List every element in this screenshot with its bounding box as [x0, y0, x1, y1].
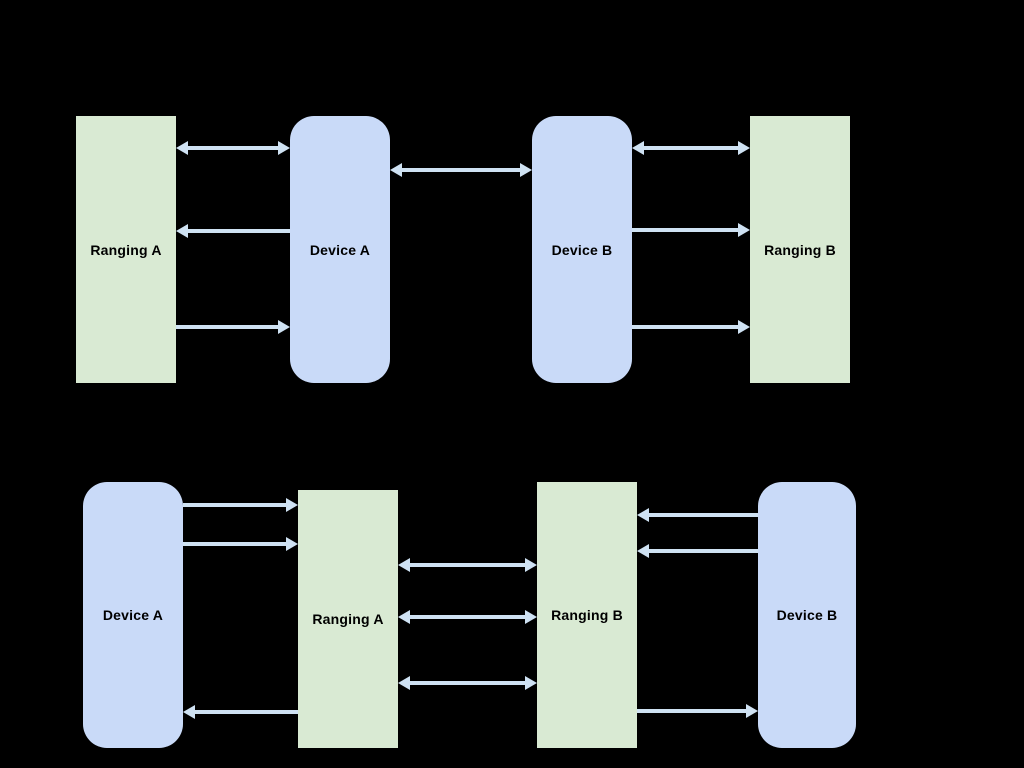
node-label: Device B [551, 241, 613, 258]
arrowhead-right-icon [286, 498, 298, 512]
node-label: Device A [309, 241, 371, 258]
arrowhead-right-icon [525, 676, 537, 690]
arrowhead-left-icon [183, 705, 195, 719]
node-label: Ranging B [764, 241, 836, 258]
arrow-bottom-ranging-a-to-device-a [183, 705, 298, 719]
arrowhead-left-icon [398, 558, 410, 572]
arrowhead-right-icon [278, 320, 290, 334]
arrow-top-device-b-to-ranging-b-1 [632, 223, 750, 237]
arrowhead-right-icon [746, 704, 758, 718]
node-bottom-device-a: Device A [83, 482, 183, 748]
arrowhead-left-icon [637, 508, 649, 522]
node-top-ranging-a: Ranging A [76, 116, 176, 383]
arrowhead-left-icon [632, 141, 644, 155]
arrow-bottom-device-b-to-ranging-b-2 [637, 544, 758, 558]
arrow-top-device-a-device-b-bidirectional [390, 163, 532, 177]
arrowhead-left-icon [176, 141, 188, 155]
arrow-top-ranging-a-to-device-a [176, 320, 290, 334]
node-label: Ranging A [90, 241, 162, 258]
arrowhead-right-icon [738, 223, 750, 237]
arrow-top-device-b-to-ranging-b-2 [632, 320, 750, 334]
arrow-bottom-ranging-a-ranging-b-bidirectional-1 [398, 558, 537, 572]
arrowhead-right-icon [738, 141, 750, 155]
arrowhead-left-icon [176, 224, 188, 238]
node-bottom-ranging-a: Ranging A [298, 490, 398, 748]
arrow-top-device-b-ranging-b-bidirectional [632, 141, 750, 155]
arrow-top-ranging-a-device-a-bidirectional [176, 141, 290, 155]
arrow-bottom-device-b-to-ranging-b-1 [637, 508, 758, 522]
arrowhead-right-icon [738, 320, 750, 334]
arrowhead-left-icon [398, 676, 410, 690]
arrowhead-right-icon [520, 163, 532, 177]
arrow-bottom-ranging-b-to-device-b [637, 704, 758, 718]
arrow-top-device-a-to-ranging-a [176, 224, 290, 238]
node-bottom-device-b: Device B [758, 482, 856, 748]
arrowhead-right-icon [525, 610, 537, 624]
arrow-bottom-device-a-to-ranging-a-1 [183, 498, 298, 512]
node-label: Device B [776, 607, 838, 623]
arrowhead-right-icon [278, 141, 290, 155]
arrowhead-right-icon [525, 558, 537, 572]
node-label: Ranging B [551, 607, 623, 623]
node-label: Ranging A [312, 611, 384, 627]
arrow-bottom-ranging-a-ranging-b-bidirectional-3 [398, 676, 537, 690]
arrowhead-left-icon [398, 610, 410, 624]
node-label: Device A [102, 607, 164, 623]
arrowhead-left-icon [390, 163, 402, 177]
arrowhead-right-icon [286, 537, 298, 551]
arrow-bottom-ranging-a-ranging-b-bidirectional-2 [398, 610, 537, 624]
arrowhead-left-icon [637, 544, 649, 558]
node-top-device-a: Device A [290, 116, 390, 383]
node-bottom-ranging-b: Ranging B [537, 482, 637, 748]
arrow-bottom-device-a-to-ranging-a-2 [183, 537, 298, 551]
node-top-device-b: Device B [532, 116, 632, 383]
node-top-ranging-b: Ranging B [750, 116, 850, 383]
